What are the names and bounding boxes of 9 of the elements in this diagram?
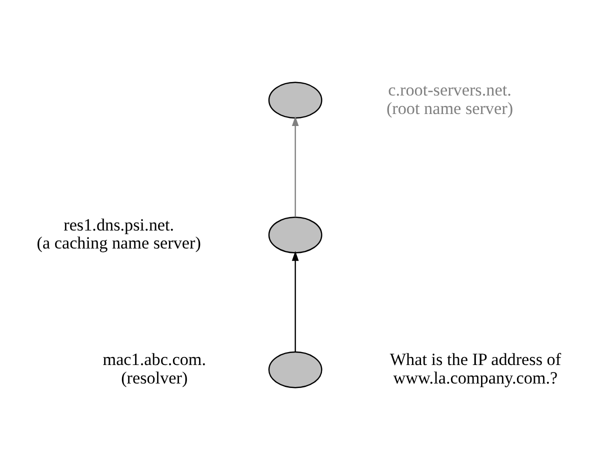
label: What is the IP address of www.la.company.com.? [390, 350, 562, 388]
node-ellipse [268, 350, 322, 388]
node-label: c.root-servers.net. (root name server) [386, 80, 514, 118]
node-label: mac1.abc.com. (resolver) [102, 350, 206, 388]
node-label: res1.dns.psi.net. (a caching name server) [36, 214, 201, 252]
node-ellipse [268, 81, 322, 118]
arrow [292, 250, 299, 352]
arrow [292, 116, 299, 216]
node-ellipse [268, 216, 322, 253]
